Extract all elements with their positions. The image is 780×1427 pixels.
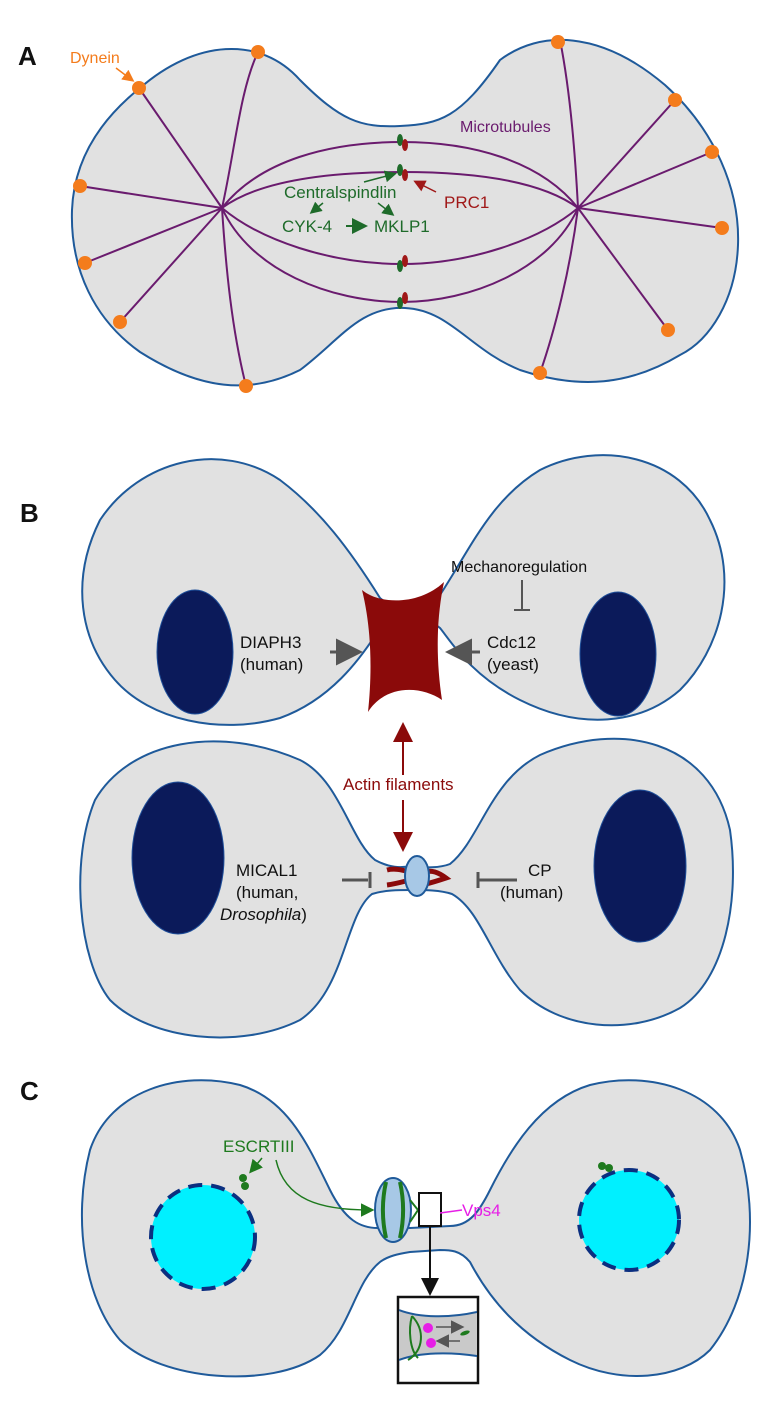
inset-escrt-filaments xyxy=(407,1315,422,1361)
dynein-dot xyxy=(132,81,146,95)
cyk4-label: CYK-4 xyxy=(282,217,332,236)
dynein-dot xyxy=(78,256,92,270)
diaph3-label: DIAPH3 xyxy=(240,633,301,652)
dynein-arrow xyxy=(115,67,135,82)
vps4-label: Vps4 xyxy=(462,1201,501,1220)
prc1-arrow xyxy=(413,180,437,193)
midzone-proteins xyxy=(397,134,408,309)
nucleus-reforming-left xyxy=(151,1185,255,1289)
dynein-dot xyxy=(533,366,547,380)
mical1-label: MICAL1 xyxy=(236,861,297,880)
nucleus-reforming-right xyxy=(579,1170,679,1270)
inset-escrt-subunit xyxy=(460,1330,470,1336)
panel-c-letter: C xyxy=(20,1076,39,1106)
midzone-mark xyxy=(397,164,408,181)
mklp1-label: MKLP1 xyxy=(374,217,430,236)
nucleus-right xyxy=(593,789,687,943)
centralspindlin-to-mklp1-arrow xyxy=(377,202,395,216)
dynein-dot xyxy=(551,35,565,49)
prc1-label: PRC1 xyxy=(444,193,489,212)
inset-magnified xyxy=(396,1295,480,1385)
dynein-dot xyxy=(715,221,729,235)
nuclear-envelope-left xyxy=(149,1183,257,1291)
zoom-region-box xyxy=(418,1192,442,1227)
nucleus-left xyxy=(131,781,225,935)
cdc12-species: (yeast) xyxy=(487,655,539,674)
dynein-dot xyxy=(661,323,675,337)
vps4-dot xyxy=(423,1323,433,1333)
dynein-label: Dynein xyxy=(70,50,120,67)
cp-species: (human) xyxy=(500,883,563,902)
actin-ring-contractile xyxy=(362,582,444,712)
cp-label: CP xyxy=(528,861,552,880)
vps4-dot xyxy=(426,1338,436,1348)
dynein-dots xyxy=(73,35,729,393)
drosophila-italic: Drosophila xyxy=(220,905,301,924)
actin-filaments-label: Actin filaments xyxy=(343,775,454,794)
panel-a: A xyxy=(18,35,740,393)
dynein-dot xyxy=(239,379,253,393)
midzone-mark xyxy=(397,292,408,309)
cdc12-label: Cdc12 xyxy=(487,633,536,652)
closing-paren: ) xyxy=(301,905,307,924)
midbody xyxy=(374,1177,412,1243)
dynein-dot xyxy=(668,93,682,107)
midzone-mark xyxy=(397,255,408,272)
midzone-mark xyxy=(397,134,408,151)
centralspindlin-label: Centralspindlin xyxy=(284,183,396,202)
mical1-species-line1: (human, xyxy=(236,883,298,902)
dynein-dot xyxy=(73,179,87,193)
nucleus-right xyxy=(579,591,657,717)
panel-a-letter: A xyxy=(18,41,37,71)
nuclear-envelope-right xyxy=(577,1168,681,1272)
mechanoregulation-label: Mechanoregulation xyxy=(451,559,587,576)
vps4-pointer xyxy=(439,1209,463,1214)
escrtiii-to-midbody-arrow xyxy=(275,1159,375,1217)
dividing-cell-b-early xyxy=(81,454,726,726)
nucleus-left xyxy=(156,589,234,715)
midbody xyxy=(404,855,430,897)
panel-b-letter: B xyxy=(20,498,39,528)
escrtiii-label: ESCRTIII xyxy=(223,1137,294,1156)
escrtiii-to-nucleus-arrow xyxy=(249,1157,263,1174)
dynein-dot xyxy=(705,145,719,159)
diaph3-species: (human) xyxy=(240,655,303,674)
centralspindlin-arrow xyxy=(363,170,397,183)
microtubules-right-aster xyxy=(539,39,723,374)
dynein-dot xyxy=(113,315,127,329)
microtubules-label: Microtubules xyxy=(460,119,551,136)
escrt-cluster-right xyxy=(598,1162,613,1172)
mical1-species-line2: Drosophila) xyxy=(220,905,307,924)
panel-b: B DIAPH3 (human) Mechanoregulation Cdc12… xyxy=(20,454,734,1039)
escrt-cluster-left xyxy=(239,1174,249,1190)
microtubules-left-aster xyxy=(79,51,259,387)
centralspindlin-to-cyk4-arrow xyxy=(309,201,324,214)
panel-c: C ESCRTIII Vps4 xyxy=(20,1076,751,1385)
dividing-cell-a xyxy=(70,38,740,387)
dynein-dot xyxy=(251,45,265,59)
